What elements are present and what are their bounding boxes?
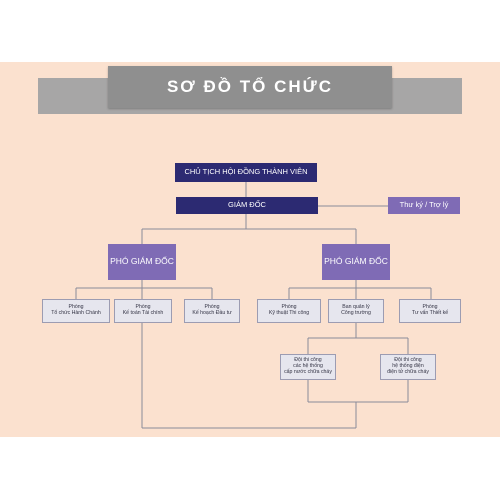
dept-site-line-2: Công trường [341, 310, 371, 316]
dept-admin-box: Phòng Tổ chức Hành Chánh [42, 299, 110, 323]
chairman-box: CHỦ TỊCH HỘI ĐỒNG THÀNH VIÊN [175, 163, 317, 182]
dept-technical-line-2: Kỹ thuật Thi công [268, 310, 310, 316]
dept-finance-box: Phòng Kế toán Tài chính [114, 299, 172, 323]
team-electric-line-2: hệ thống điện [392, 363, 424, 370]
dept-design-line-1: Phòng [422, 304, 438, 311]
team-electric-box: Đội thi công hệ thống điện điện tử chữa … [380, 354, 436, 380]
dept-investment-box: Phòng Kế hoạch Đầu tư [184, 299, 240, 323]
dept-finance-line-2: Kế toán Tài chính [122, 310, 164, 316]
team-electric-line-3: điện tử chữa cháy [387, 368, 429, 375]
team-water-box: Đội thi công các hệ thống cấp nước chữa … [280, 354, 336, 380]
dept-finance-line-1: Phòng [135, 304, 151, 311]
dept-design-line-2: Tư vấn Thiết kế [411, 310, 449, 316]
team-water-line-3: cấp nước chữa cháy [284, 368, 332, 375]
team-water-line-1: Đội thi công [294, 357, 322, 364]
dept-technical-line-1: Phòng [281, 304, 297, 311]
dept-investment-line-1: Phòng [204, 304, 220, 311]
deputy-director-left-box: PHÓ GIÁM ĐỐC [108, 244, 176, 280]
diagram-title: SƠ ĐỒ TỔ CHỨC [108, 66, 392, 108]
dept-site-line-1: Ban quản lý [342, 304, 370, 311]
dept-design-box: Phòng Tư vấn Thiết kế [399, 299, 461, 323]
dept-site-management-box: Ban quản lý Công trường [328, 299, 384, 323]
dept-investment-line-2: Kế hoạch Đầu tư [192, 310, 232, 316]
dept-technical-box: Phòng Kỹ thuật Thi công [257, 299, 321, 323]
team-water-line-2: các hệ thống [293, 363, 323, 370]
team-electric-line-1: Đội thi công [394, 357, 422, 364]
dept-admin-line-2: Tổ chức Hành Chánh [51, 310, 101, 316]
dept-admin-line-1: Phòng [68, 304, 84, 311]
deputy-director-right-box: PHÓ GIÁM ĐỐC [322, 244, 390, 280]
director-box: GIÁM ĐỐC [176, 197, 318, 214]
secretary-box: Thư ký / Trợ lý [388, 197, 460, 214]
